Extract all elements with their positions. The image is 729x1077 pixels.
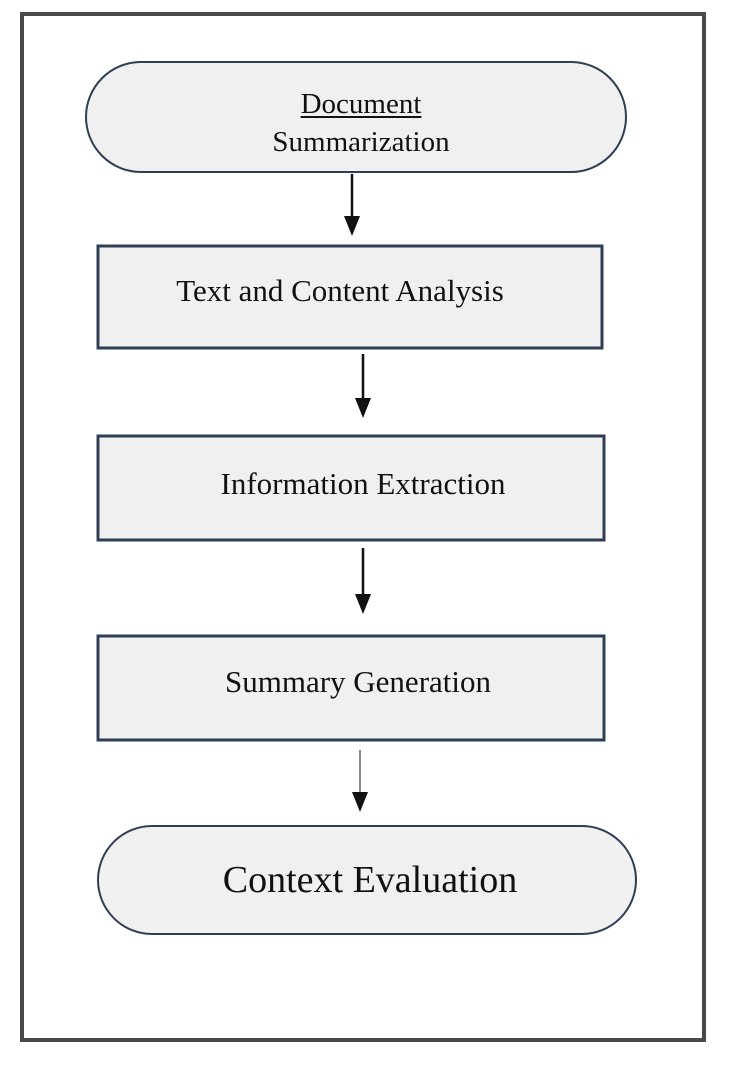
arrow-4 <box>352 750 368 812</box>
end-terminator-shape <box>97 825 637 935</box>
step-label-information-extraction: Information Extraction <box>220 466 506 501</box>
step-label-summary-generation: Summary Generation <box>224 664 491 699</box>
start-label-line2: Summarization <box>272 126 450 158</box>
arrow-2 <box>355 354 371 418</box>
step-label-text-analysis: Text and Content Analysis <box>176 273 504 308</box>
arrow-1 <box>344 174 360 236</box>
start-terminator-shape <box>85 61 627 173</box>
step-box-text-analysis <box>96 244 604 350</box>
step-box-summary-generation <box>96 634 606 742</box>
end-label: Context Evaluation <box>222 859 518 901</box>
step-box-information-extraction <box>96 434 606 542</box>
start-label-line1: Document <box>300 88 422 120</box>
arrow-3 <box>355 548 371 614</box>
